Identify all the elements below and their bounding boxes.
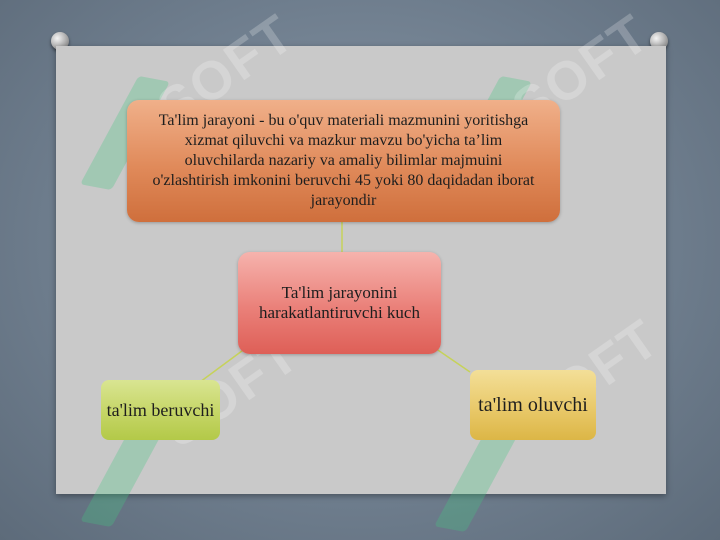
driving-force-node: Ta'lim jarayonini harakatlantiruvchi kuc… <box>238 252 441 354</box>
connector-center-right <box>431 345 471 373</box>
driving-force-text: Ta'lim jarayonini harakatlantiruvchi kuc… <box>259 283 420 322</box>
learner-text: ta'lim oluvchi <box>478 394 588 416</box>
learner-node: ta'lim oluvchi <box>470 370 596 440</box>
definition-text: Ta'lim jarayoni - bu o'quv materiali maz… <box>152 112 535 209</box>
definition-node: Ta'lim jarayoni - bu o'quv materiali maz… <box>127 100 560 222</box>
teacher-text: ta'lim beruvchi <box>106 400 215 420</box>
teacher-node: ta'lim beruvchi <box>101 380 220 440</box>
